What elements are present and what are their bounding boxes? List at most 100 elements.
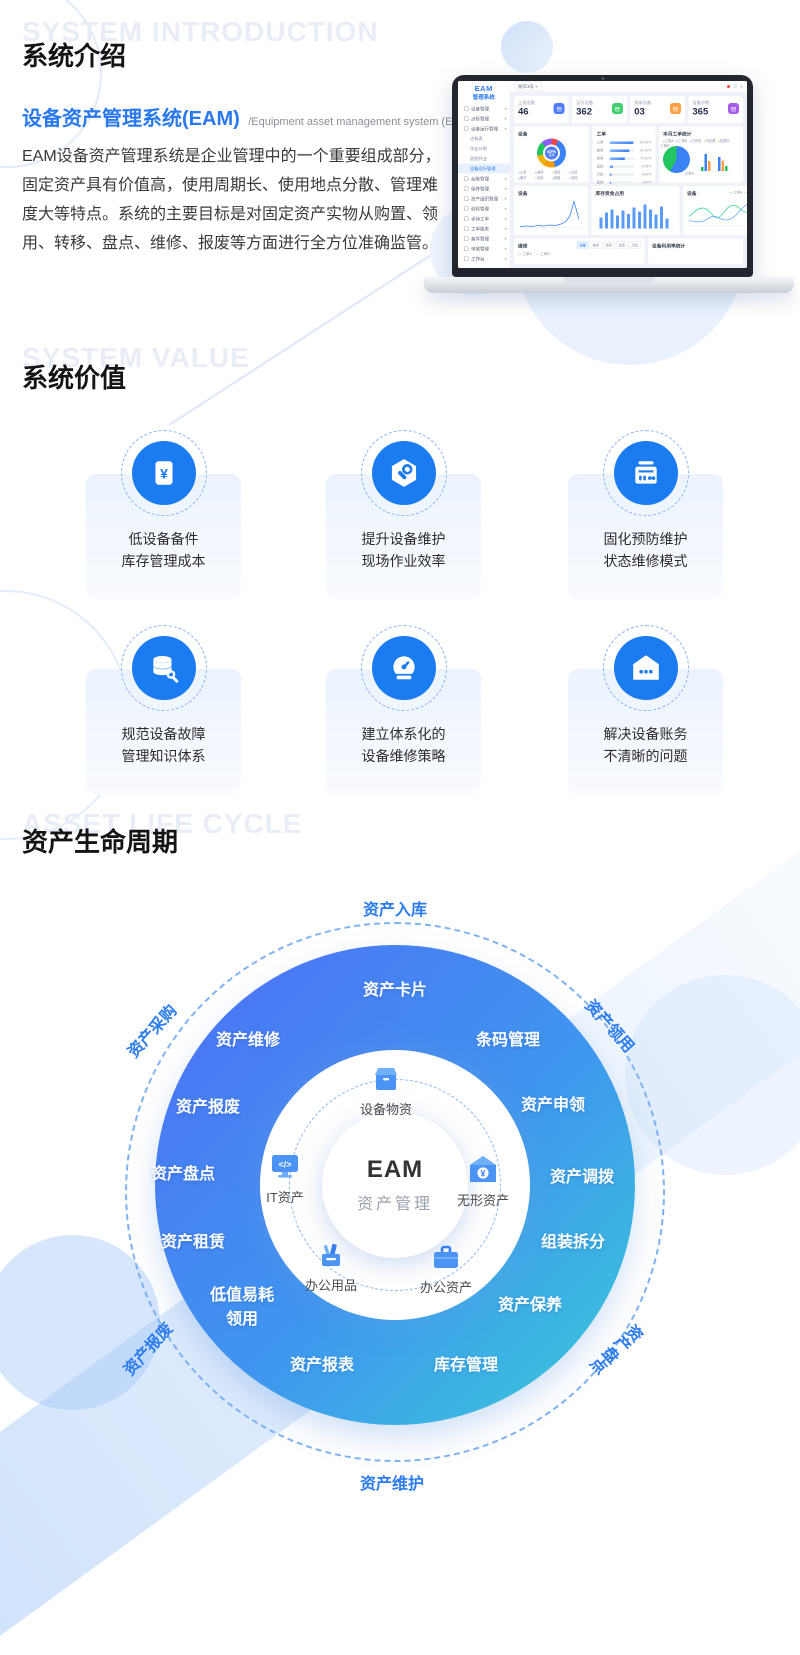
value-icon-ring bbox=[360, 430, 447, 516]
sidebar-item: 巡检管理 bbox=[458, 204, 510, 214]
decor-circle-small bbox=[501, 21, 553, 73]
sidebar-item: 手持工单 bbox=[458, 214, 510, 224]
warehouse-icon bbox=[613, 636, 678, 700]
product-heading: 设备资产管理系统(EAM) /Equipment asset managemen… bbox=[22, 102, 473, 131]
mini-bar-chart bbox=[697, 154, 732, 172]
pie-chart-card: 本月工单统计 工单A工单B 已完成待处理 处理中 工单B 工单A bbox=[659, 126, 743, 183]
database-wrench-icon bbox=[131, 636, 196, 700]
ring-label: 资产盘点 bbox=[150, 1166, 216, 1183]
value-item-label: 建立体系化的设备维修策略 bbox=[361, 726, 446, 764]
trend-line-card: 设备 bbox=[514, 186, 588, 235]
ring-label: 低值易耗 领用 bbox=[209, 1287, 275, 1328]
briefcase-icon bbox=[434, 1245, 458, 1268]
sidebar-item: 工作台 bbox=[458, 254, 510, 264]
ring-label: 组装拆分 bbox=[540, 1234, 606, 1251]
product-name-en: /Equipment asset management system (EAM) bbox=[248, 116, 473, 128]
ring-label: 资产调拨 bbox=[549, 1169, 615, 1186]
value-icon-ring: ¥ bbox=[120, 430, 207, 516]
asset-category: ¥ 无形资产 bbox=[438, 1153, 528, 1209]
ring-label: 资产租赁 bbox=[160, 1234, 226, 1251]
sidebar-item: 台账管理 bbox=[458, 174, 510, 184]
value-item-label: 提升设备维护现场作业效率 bbox=[361, 531, 446, 569]
spike-line-chart bbox=[519, 200, 582, 228]
intro-background-title: SYSTEM INTRODUCTION bbox=[22, 16, 379, 47]
monitor-code-icon: </> bbox=[272, 1155, 298, 1178]
asset-category: 办公用品 bbox=[286, 1238, 376, 1294]
ring-label: 资产保养 bbox=[497, 1297, 563, 1314]
intro-paragraph: EAM设备资产管理系统是企业管理中的一个重要组成部分，固定资产具有价值高，使用周… bbox=[22, 148, 441, 253]
value-item: 固化预防维护状态维修模式 bbox=[568, 430, 723, 600]
ring-label: 资产报表 bbox=[289, 1357, 355, 1374]
stat-chart-icon: ▤ bbox=[553, 103, 565, 114]
cycle-background-title: ASSET LIFE CYCLE bbox=[22, 808, 303, 839]
donut-chart: 40% 使用 bbox=[537, 138, 566, 168]
ring-label: 资产卡片 bbox=[362, 982, 428, 999]
stat-card: 报废设备 03 ▤ bbox=[630, 96, 685, 123]
asset-category: 办公资产 bbox=[401, 1240, 491, 1296]
passbook-yen-icon: ¥ bbox=[131, 441, 196, 505]
svg-text:</>: </> bbox=[278, 1160, 291, 1170]
laptop-screen: EAM 管理系统 设备管理 点检管理 设备运行管理 点检表 作业计划 巡检作业 … bbox=[452, 75, 753, 277]
laptop-base bbox=[424, 277, 794, 293]
value-icon-ring bbox=[602, 625, 689, 711]
house-yen-icon: ¥ bbox=[470, 1156, 496, 1182]
dashboard-logo: EAM 管理系统 bbox=[472, 84, 495, 101]
section-system-value: SYSTEM VALUE 系统价值 ¥ 低设备备件库存管理成本 提升设备维护现场… bbox=[0, 340, 800, 840]
stat-card: 设备总数 365 ▤ bbox=[688, 96, 743, 123]
wrench-hexagon-icon bbox=[371, 441, 436, 505]
cycle-section-title: 资产生命周期 bbox=[22, 822, 178, 862]
stat-chart-icon: ▤ bbox=[611, 103, 623, 114]
sidebar-item: 点检管理 bbox=[458, 114, 510, 124]
laptop-camera-dot bbox=[601, 77, 604, 80]
value-item-label: 规范设备故障管理知识体系 bbox=[121, 726, 206, 764]
rate-lines-card: 设备 工单A 工单B bbox=[683, 186, 747, 235]
value-item: ¥ 低设备备件库存管理成本 bbox=[86, 430, 241, 600]
storage-box-icon bbox=[375, 1068, 397, 1090]
sidebar-item: 工单报表 bbox=[458, 224, 510, 234]
sidebar-subitem-active: 设备运行管理 bbox=[458, 163, 510, 174]
sidebar-subitem: 作业计划 bbox=[470, 146, 488, 151]
ring-label: 库存管理 bbox=[433, 1357, 499, 1374]
value-item: 解决设备账务不清晰的问题 bbox=[568, 625, 723, 795]
asset-category: </> IT资产 bbox=[240, 1150, 330, 1206]
value-item-label: 解决设备账务不清晰的问题 bbox=[603, 726, 688, 764]
ring-label: 资产维修 bbox=[215, 1032, 281, 1049]
value-item-label: 低设备备件库存管理成本 bbox=[121, 531, 206, 569]
rate-legend: 工单A 工单B bbox=[730, 190, 747, 195]
sidebar-item: 设备管理 bbox=[458, 104, 510, 114]
stat-card: 运行设备 362 ▤ bbox=[572, 96, 627, 123]
value-item: 规范设备故障管理知识体系 bbox=[86, 625, 241, 795]
notification-dot bbox=[727, 84, 731, 88]
svg-text:¥: ¥ bbox=[160, 465, 168, 481]
ring-label: 条码管理 bbox=[475, 1032, 541, 1049]
sidebar-item: 资产组织管理 bbox=[458, 194, 510, 204]
sidebar-item: 单据管理 bbox=[458, 244, 510, 254]
donut-chart-card: 设备 40% 使用 工单维修 保养点检 bbox=[514, 126, 589, 183]
asset-category: 设备物资 bbox=[341, 1062, 431, 1118]
settings-icon: A bbox=[739, 83, 743, 89]
section-system-introduction: SYSTEM INTRODUCTION 系统介绍 设备资产管理系统(EAM) /… bbox=[0, 0, 800, 365]
section-asset-life-cycle: ASSET LIFE CYCLE 资产生命周期 EAM 资产管理 资产卡片 条码… bbox=[0, 800, 800, 1655]
product-name-cn: 设备资产管理系统(EAM) bbox=[22, 108, 240, 130]
filter-pills: 全部 维修 保养 巡检 点检 bbox=[577, 241, 641, 249]
center-subtitle: 资产管理 bbox=[356, 1196, 433, 1213]
lifecycle-center: EAM 资产管理 bbox=[322, 1112, 468, 1258]
stock-bar-chart bbox=[597, 204, 675, 229]
value-icon-ring bbox=[602, 430, 689, 516]
donut-legend: 工单维修 保养点检 备件巡检 报废其他 bbox=[518, 170, 585, 180]
stock-bar-card: 库存资金占用 bbox=[591, 186, 680, 235]
gauge-icon bbox=[371, 636, 436, 700]
user-icon: ⊙ bbox=[733, 83, 737, 89]
svg-text:¥: ¥ bbox=[480, 1168, 485, 1178]
sidebar-subitem: 巡检作业 bbox=[470, 156, 488, 161]
pie-chart: 工单B 工单A bbox=[660, 144, 694, 176]
sidebar-item: 备件管理 bbox=[458, 234, 510, 244]
value-item: 提升设备维护现场作业效率 bbox=[326, 430, 481, 600]
intro-section-title: 系统介绍 bbox=[22, 36, 126, 76]
ring-label: 资产报废 bbox=[175, 1099, 241, 1116]
value-icon-ring bbox=[120, 625, 207, 711]
ring-label: 资产申领 bbox=[520, 1097, 586, 1114]
dashboard-topbar: 振华3号 ⊙ A bbox=[510, 81, 747, 92]
sidebar-subitem: 点检表 bbox=[470, 136, 483, 141]
